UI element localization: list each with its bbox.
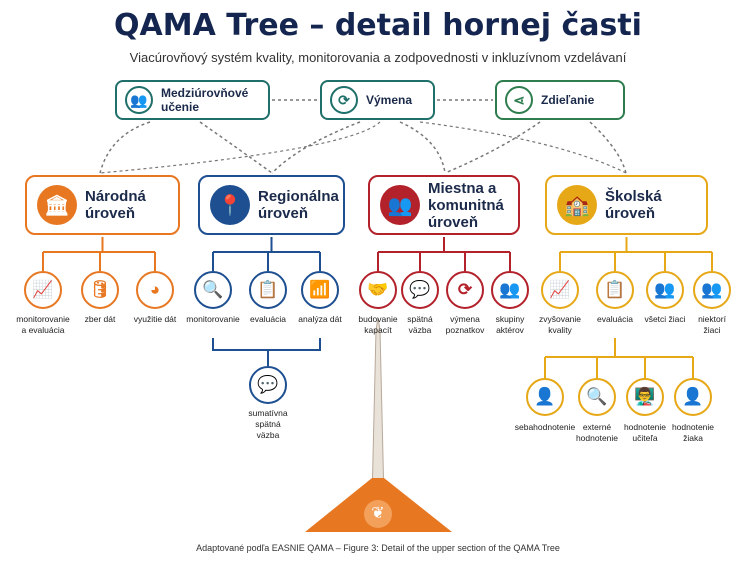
map-pin-icon: 📍 [210,185,250,225]
group-icon: 👥 [491,271,529,309]
node-label: externé hodnotenie [575,422,619,443]
top-box-people-network: 👥 Medziúrovňové učenie [115,80,270,120]
level-box-school: 🏫Školská úroveň [545,175,708,235]
handshake-icon: 🤝 [359,271,397,309]
level-label: Národná úroveň [85,188,146,222]
student-icon: 👤 [674,378,712,416]
node-label: zber dát [84,314,116,324]
connector-line [589,121,627,174]
node-label: evaluácia [250,314,286,324]
search-icon: 🔍 [578,378,616,416]
node-label: sumatívna spätná väzba [248,408,288,440]
chat-icon: 💬 [249,366,287,404]
top-box-label: Výmena [366,93,413,107]
refresh-icon: ⟳ [330,86,358,114]
node-label: hodnotenie učiteľa [623,422,667,443]
share-icon: ⋖ [505,86,533,114]
node-label: zvyšovanie kvality [538,314,582,335]
level-label: Školská úroveň [605,188,662,222]
connector-line [271,121,361,174]
node-label: analýza dát [298,314,342,324]
level-label: Regionálna úroveň [258,188,339,222]
node-label: evaluácia [597,314,633,324]
node-label: skupiny aktérov [495,314,525,335]
teacher-icon: 👨‍🏫 [626,378,664,416]
top-box-label: Medziúrovňové učenie [161,86,249,114]
connector-line [560,237,712,253]
clipboard-icon: 📋 [249,271,287,309]
community-icon: 👥 [380,185,420,225]
growth-chart-icon: 📈 [541,271,579,309]
node-label: využitie dát [133,314,177,324]
person-icon: 👤 [526,378,564,416]
node-label: budovanie kapacít [358,314,398,335]
people-network-icon: 👥 [125,86,153,114]
node-label: spätná väzba [407,314,433,335]
clipboard-icon: 📋 [596,271,634,309]
level-box-community: 👥Miestna a komunitná úroveň [368,175,520,235]
database-icon: 🛢 [81,271,119,309]
chart-icon: 📈 [24,271,62,309]
connector-line [213,237,320,253]
connector-line [545,338,693,358]
node-label: niektorí žiaci [698,314,726,335]
level-box-institution: 🏛Národná úroveň [25,175,180,235]
node-label: hodnotenie žiaka [671,422,715,443]
connector-line [419,121,627,174]
node-label: monitorovanie a evaluácia [16,314,70,335]
level-label: Miestna a komunitná úroveň [428,179,504,231]
node-label: sebahodnotenie [514,422,576,432]
connector-line [43,237,155,253]
connector-line [99,121,151,174]
connector-line [212,338,321,366]
top-box-label: Zdieľanie [541,93,595,107]
level-box-map-pin: 📍Regionálna úroveň [198,175,345,235]
two-students-icon: 👥 [693,271,731,309]
connector-line [399,121,446,174]
pie-chart-icon: ◕ [136,271,174,309]
speech-bubble-icon: 💬 [401,271,439,309]
connector-line [99,121,381,174]
tree-trunk [371,317,385,501]
page-title: QAMA Tree – detail hornej časti [114,8,642,43]
leaf-icon: ❦ [364,500,392,528]
top-box-refresh: ⟳ Výmena [320,80,435,120]
connector-line [199,121,273,174]
connector-line [378,237,510,253]
magnifier-chart-icon: 🔍 [194,271,232,309]
top-box-share: ⋖ Zdieľanie [495,80,625,120]
school-icon: 🏫 [557,185,597,225]
bar-chart-icon: 📶 [301,271,339,309]
refresh-icon: ⟳ [446,271,484,309]
institution-icon: 🏛 [37,185,77,225]
page-subtitle: Viacúrovňový systém kvality, monitorovan… [129,50,627,65]
node-label: výmena poznatkov [445,314,485,335]
students-icon: 👥 [646,271,684,309]
node-label: monitorovanie [186,314,240,324]
node-label: všetci žiaci [644,314,686,324]
connector-line [444,121,541,174]
caption: Adaptované podľa EASNIE QAMA – Figure 3:… [196,543,560,553]
